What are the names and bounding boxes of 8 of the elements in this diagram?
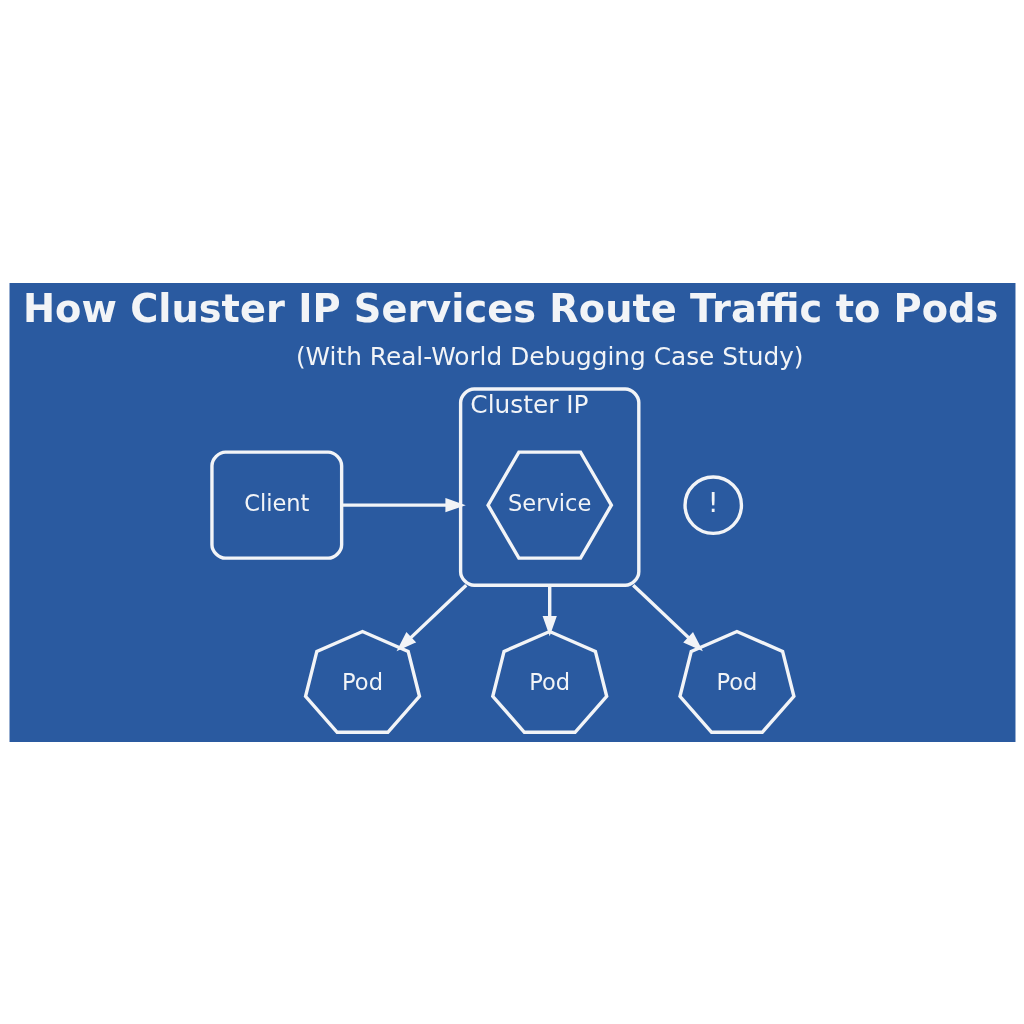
label: (With Real-World Debugging Case Study) (295, 341, 803, 371)
node-box: Client (209, 449, 343, 560)
node-circle: ! (682, 474, 743, 535)
arrow (341, 497, 466, 512)
arrow (542, 584, 557, 636)
arrow (631, 583, 703, 651)
arrow (396, 583, 467, 651)
diagram-title: How Cluster IP Services Route Traffic to Pods (22, 285, 998, 331)
